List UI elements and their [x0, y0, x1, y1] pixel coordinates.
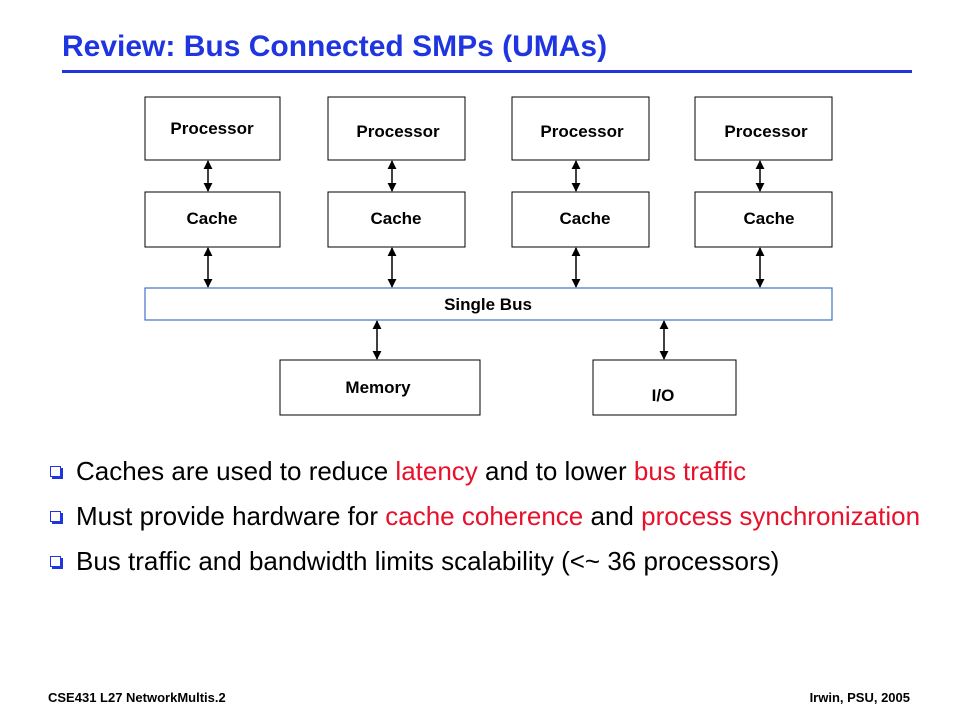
cache-box-4: Cache — [694, 191, 833, 248]
memory-box: Memory — [279, 359, 481, 416]
processor-label: Processor — [356, 122, 440, 141]
processor-label: Processor — [540, 122, 624, 141]
cache-label: Cache — [559, 209, 610, 228]
cache-box-3: Cache — [511, 191, 650, 248]
cache-box-2: Cache — [327, 191, 466, 248]
cache-box-1: Cache — [144, 191, 281, 248]
cache-label: Cache — [186, 209, 237, 228]
cache-label: Cache — [370, 209, 421, 228]
plain-text: Caches are used to reduce — [76, 456, 396, 486]
square-bullet-icon — [50, 466, 61, 477]
plain-text: and to lower — [477, 456, 634, 486]
memory-label: Memory — [345, 378, 411, 397]
bullet-item-1: Caches are used to reduce latency and to… — [48, 455, 928, 487]
bullet-item-2: Must provide hardware for cache coherenc… — [48, 500, 928, 532]
plain-text: Bus traffic and bandwidth limits scalabi… — [76, 546, 780, 576]
processor-box-4: Processor — [694, 96, 833, 161]
bullet-text: Bus traffic and bandwidth limits scalabi… — [76, 546, 779, 576]
processor-label: Processor — [724, 122, 808, 141]
highlight-text: process synchronization — [641, 501, 921, 531]
processor-box-2: Processor — [327, 96, 466, 161]
slide-title: Review: Bus Connected SMPs (UMAs) — [62, 30, 608, 63]
smp-diagram: Processor Processor Processor Processor … — [144, 96, 833, 416]
highlight-text: cache coherence — [385, 501, 584, 531]
io-label: I/O — [652, 386, 675, 405]
plain-text: and — [583, 501, 642, 531]
bullet-list: Caches are used to reduce latency and to… — [48, 455, 928, 590]
processor-box-3: Processor — [511, 96, 650, 161]
footer-credit: Irwin, PSU, 2005 — [809, 690, 910, 705]
processor-box-1: Processor — [144, 96, 281, 161]
title-underline — [62, 70, 912, 73]
bullet-text: Caches are used to reduce latency and to… — [76, 456, 746, 486]
square-bullet-icon — [50, 511, 61, 522]
square-bullet-icon — [50, 556, 61, 567]
bullet-item-3: Bus traffic and bandwidth limits scalabi… — [48, 545, 928, 577]
highlight-text: bus traffic — [633, 456, 747, 486]
cache-label: Cache — [743, 209, 794, 228]
bullet-text: Must provide hardware for cache coherenc… — [76, 501, 920, 531]
processor-label: Processor — [170, 119, 254, 138]
single-bus: Single Bus — [144, 287, 833, 321]
footer-course: CSE431 L27 NetworkMultis.2 — [48, 690, 226, 705]
io-box: I/O — [592, 359, 737, 416]
plain-text: Must provide hardware for — [76, 501, 386, 531]
highlight-text: latency — [395, 456, 478, 486]
bus-label: Single Bus — [444, 295, 532, 314]
